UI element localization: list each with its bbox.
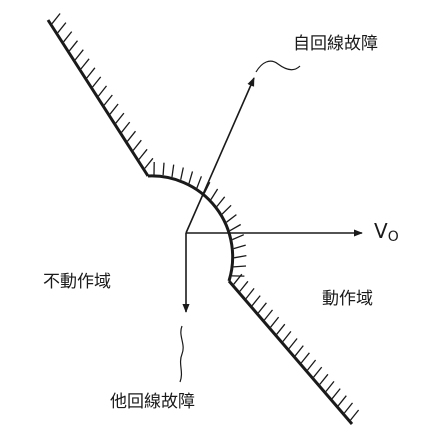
hatch-tick [349, 409, 360, 421]
hatch-tick [221, 204, 232, 215]
hatch-tick [210, 188, 219, 200]
hatch-tick [233, 265, 247, 268]
hatch-tick [188, 171, 194, 184]
hatch-tick [282, 330, 292, 342]
self-fault-arrow [185, 77, 255, 234]
hatch-tick [276, 323, 286, 335]
hatch-tick [270, 316, 280, 328]
hatch-tick [263, 309, 274, 321]
hatch-tick [86, 67, 96, 79]
hatch-tick [57, 22, 67, 34]
arc-boundary-hatching [153, 161, 247, 277]
self-fault-label: 自回線故障 [293, 34, 378, 54]
hatch-tick [232, 234, 245, 241]
hatch-tick [74, 49, 84, 61]
hatch-tick [51, 13, 61, 25]
hatch-tick [63, 31, 73, 43]
vo-label-subscript: O [387, 229, 399, 245]
upper-boundary-line [46, 19, 150, 177]
vo-label-main: V [374, 219, 388, 243]
hatch-tick [103, 94, 113, 106]
operating-zone-label: 動作域 [322, 289, 373, 309]
hatch-tick [203, 181, 211, 194]
hatch-tick [109, 103, 119, 115]
hatch-tick [306, 359, 317, 371]
hatch-tick [343, 402, 354, 414]
characteristic-arc [147, 174, 235, 282]
hatch-tick [132, 139, 142, 151]
self-fault-leader [255, 60, 301, 73]
lower-boundary-hatching [233, 273, 360, 421]
hatch-tick [319, 373, 329, 385]
hatch-tick [294, 345, 304, 357]
hatch-tick [239, 280, 249, 292]
lower-boundary-line [227, 280, 354, 425]
hatch-tick [180, 167, 184, 180]
hatch-tick [257, 302, 267, 314]
hatch-tick [251, 295, 261, 307]
hatch-tick [115, 112, 125, 124]
hatch-tick [216, 196, 226, 207]
vo-label: VO [374, 219, 399, 246]
hatch-tick [97, 85, 108, 97]
non-operating-zone-label: 不動作域 [43, 272, 111, 292]
hatch-tick [233, 254, 247, 259]
hatch-tick [162, 162, 165, 176]
hatch-tick [337, 395, 347, 407]
hatch-tick [288, 338, 298, 350]
hatch-tick [196, 176, 203, 189]
hatch-tick [121, 121, 131, 133]
hatch-tick [331, 388, 341, 400]
hatch-tick [138, 148, 148, 160]
hatch-tick [245, 287, 255, 300]
hatch-tick [229, 223, 242, 232]
hatch-tick [126, 130, 137, 142]
other-fault-label: 他回線故障 [110, 392, 195, 412]
upper-boundary-hatching [51, 13, 154, 169]
hatch-tick [80, 58, 90, 70]
hatch-tick [233, 273, 243, 285]
hatch-tick [171, 164, 175, 178]
hatch-tick [226, 214, 237, 223]
hatch-tick [92, 76, 102, 88]
hatch-tick [313, 366, 323, 378]
hatch-tick [325, 380, 335, 392]
hatch-tick [233, 244, 246, 250]
other-fault-leader [179, 325, 184, 383]
hatch-tick [300, 352, 310, 364]
hatch-tick [68, 40, 79, 52]
hatch-tick [144, 157, 154, 169]
